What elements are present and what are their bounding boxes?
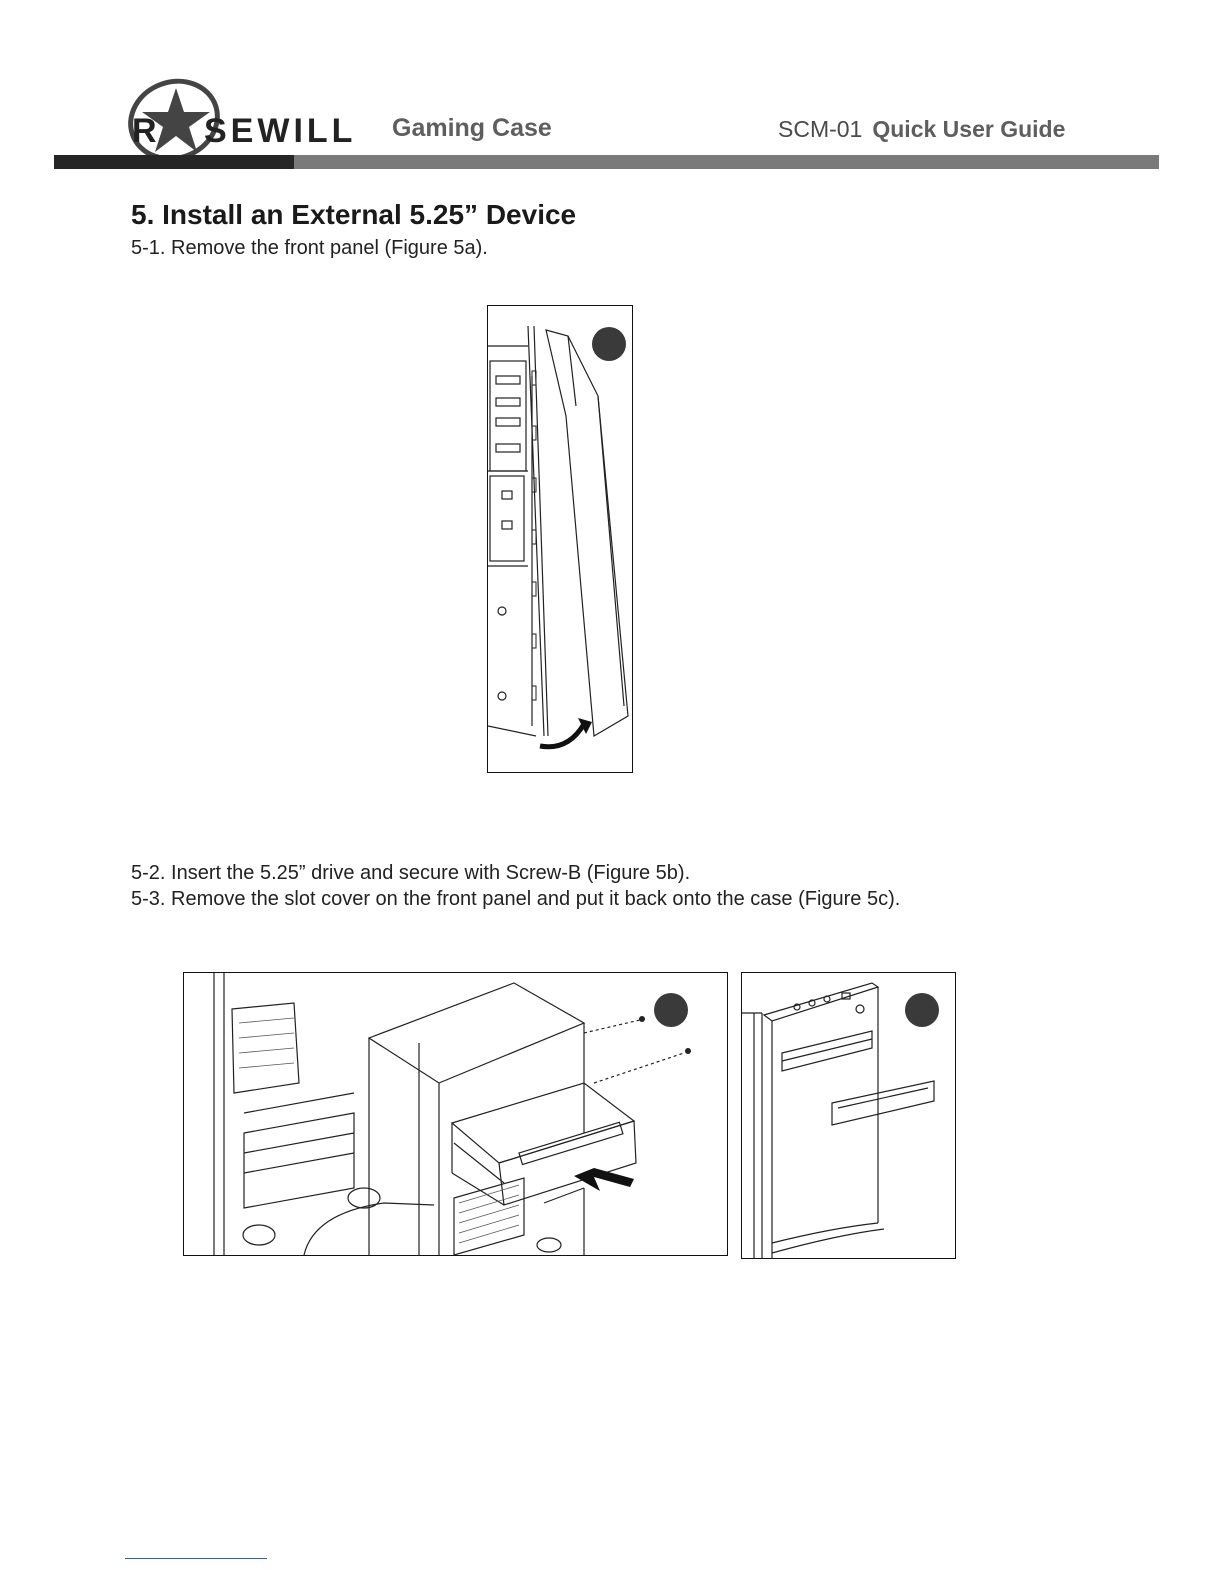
step-5-1: 5-1. Remove the front panel (Figure 5a). [131,237,488,260]
figure-5b-marker [654,993,688,1027]
model-label: SCM-01 [778,116,862,142]
header-bar-light [294,155,1159,169]
figure-5a-marker [592,327,626,361]
svg-text:SEWILL: SEWILL [204,112,356,150]
section-title: 5. Install an External 5.25” Device [131,199,576,231]
figure-5a-drawing [488,306,632,772]
figure-5a [487,305,633,773]
product-label: Gaming Case [392,114,552,143]
guide-label: Quick User Guide [872,116,1065,142]
figure-5b [183,972,728,1256]
svg-text:R: R [132,112,161,150]
footer-link-line [125,1558,267,1559]
figure-5c-marker [905,993,939,1027]
figure-5c [741,972,956,1259]
header-bar-dark [54,155,294,169]
model-guide: SCM-01 Quick User Guide [778,116,1065,143]
step-5-2: 5-2. Insert the 5.25” drive and secure w… [131,862,690,885]
figure-5b-drawing [184,973,727,1255]
step-5-3: 5-3. Remove the slot cover on the front … [131,888,900,911]
